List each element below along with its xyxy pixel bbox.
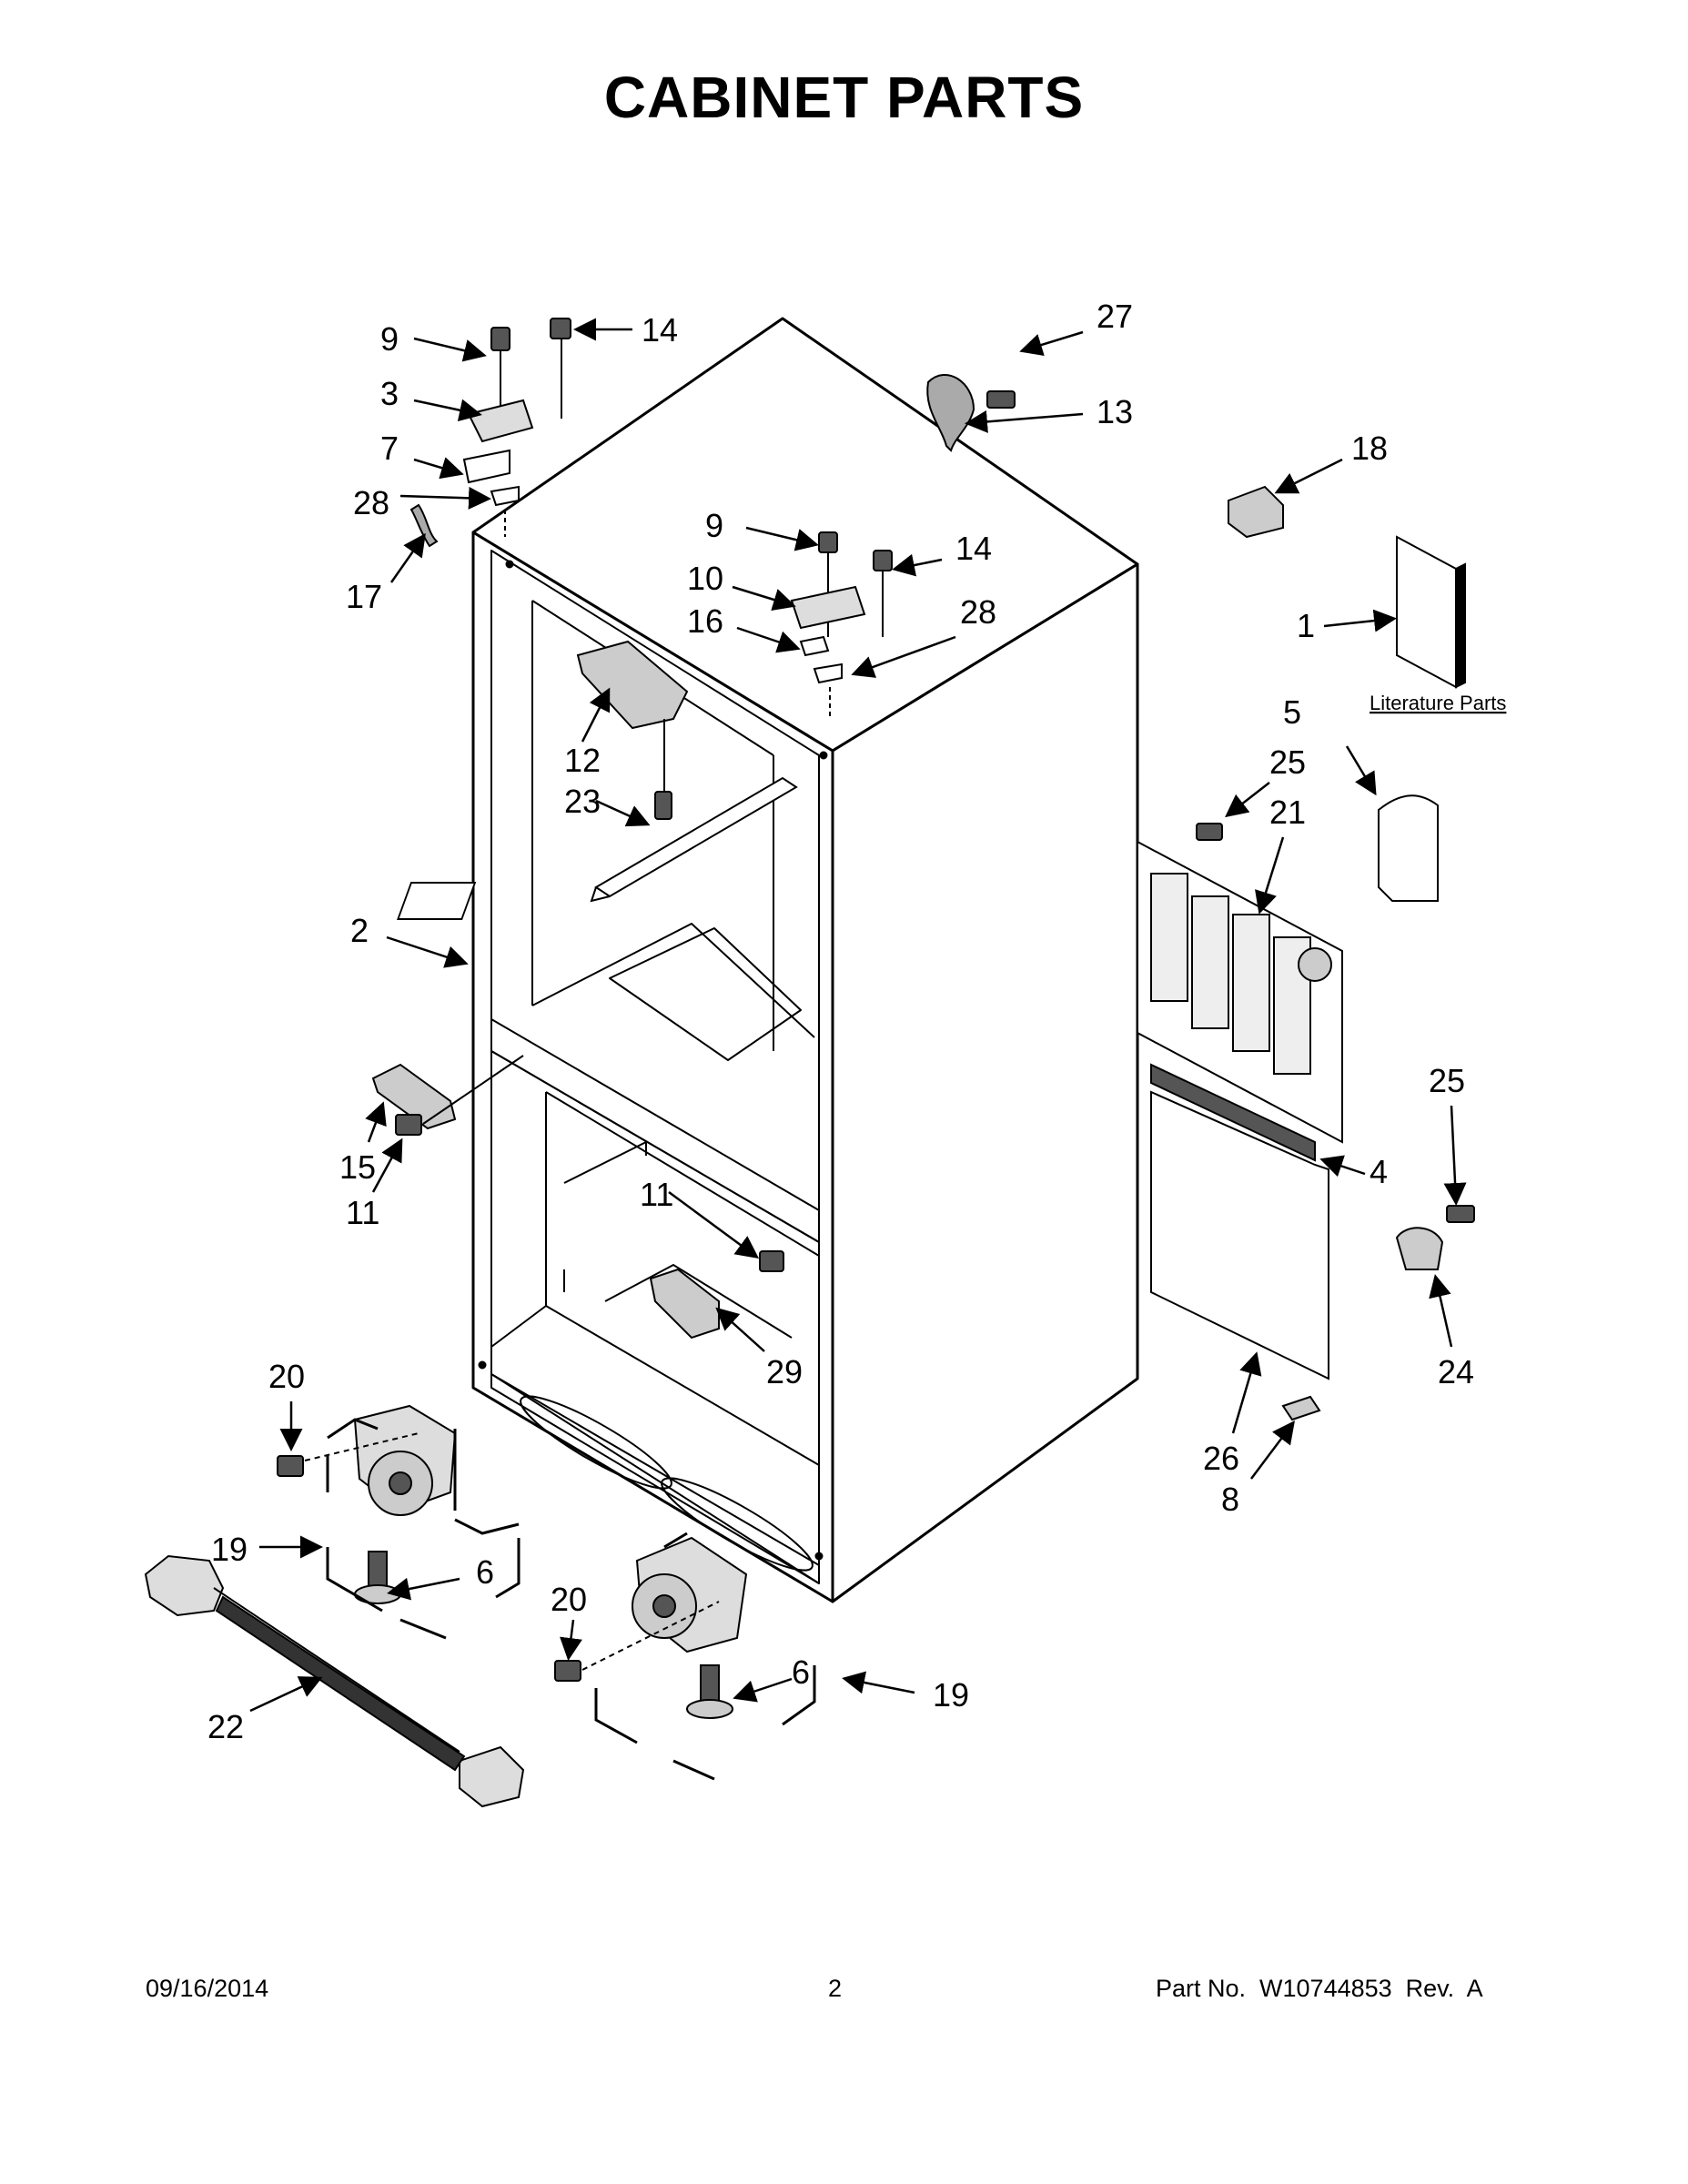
callout-15: 15 [339, 1148, 376, 1186]
callout-8: 8 [1221, 1481, 1239, 1518]
base-strip [1150, 1063, 1316, 1162]
callout-10: 10 [687, 560, 723, 597]
callout-28: 28 [353, 484, 389, 521]
callout-16: 16 [687, 602, 723, 640]
rear-grille [1137, 823, 1343, 1144]
literature-parts-label: Literature Parts [1370, 692, 1506, 714]
callout-19: 19 [211, 1531, 248, 1568]
callout-28: 28 [960, 593, 996, 631]
callout-21: 21 [1269, 794, 1306, 831]
callout-20: 20 [551, 1581, 587, 1618]
callout-17: 17 [346, 578, 382, 615]
callout-5: 5 [1283, 693, 1301, 731]
callout-18: 18 [1351, 430, 1388, 467]
callout-22: 22 [207, 1708, 244, 1745]
callout-9: 9 [705, 507, 723, 544]
callout-labels: 9 14 3 7 28 17 27 13 18 9 14 10 16 28 1 … [207, 298, 1506, 1745]
lower-center-bracket [649, 1250, 784, 1340]
callout-14: 14 [642, 311, 678, 349]
cover-piece [1378, 794, 1439, 902]
cabinet-interior-details [397, 776, 798, 1339]
callout-25: 25 [1269, 743, 1306, 781]
clip-part [1228, 485, 1284, 539]
callout-11: 11 [640, 1176, 673, 1213]
leader-arrows [249, 318, 1467, 1713]
callout-11: 11 [346, 1194, 379, 1231]
callout-4: 4 [1370, 1153, 1388, 1190]
callout-7: 7 [380, 430, 399, 467]
footer-date: 09/16/2014 [146, 1975, 269, 2002]
center-bracket [576, 640, 689, 820]
kick-plate [1150, 1090, 1329, 1380]
callout-6: 6 [792, 1653, 810, 1691]
footer-page-number: 2 [828, 1975, 843, 2002]
top-roller-part [926, 373, 1016, 452]
right-roller-assembly [554, 1532, 816, 1781]
right-top-hinge-assembly [790, 531, 893, 719]
callout-27: 27 [1097, 298, 1133, 335]
footer-part-number: Part No. W10744853 Rev. A [1156, 1975, 1483, 2002]
callout-24: 24 [1438, 1353, 1474, 1390]
callout-20: 20 [268, 1358, 305, 1395]
callout-3: 3 [380, 375, 399, 412]
callout-23: 23 [564, 783, 601, 820]
callout-12: 12 [564, 742, 601, 779]
clamp-part [1395, 1205, 1475, 1270]
cabinet [471, 317, 1139, 1603]
page-title: CABINET PARTS [603, 65, 1085, 130]
handle-bar [144, 1554, 525, 1808]
callout-29: 29 [766, 1353, 803, 1390]
callout-9: 9 [380, 320, 399, 358]
callout-6: 6 [476, 1553, 494, 1591]
callout-14: 14 [955, 530, 992, 567]
callout-19: 19 [933, 1676, 969, 1714]
callout-1: 1 [1297, 607, 1315, 644]
literature-book [1396, 535, 1466, 689]
callout-26: 26 [1203, 1440, 1239, 1477]
callout-2: 2 [350, 912, 369, 949]
left-roller-assembly [277, 1404, 521, 1640]
left-top-hinge-assembly [409, 318, 571, 548]
left-mid-bracket [371, 1055, 524, 1136]
callout-25: 25 [1429, 1062, 1465, 1099]
small-clip [1281, 1395, 1321, 1421]
callout-13: 13 [1097, 393, 1133, 430]
